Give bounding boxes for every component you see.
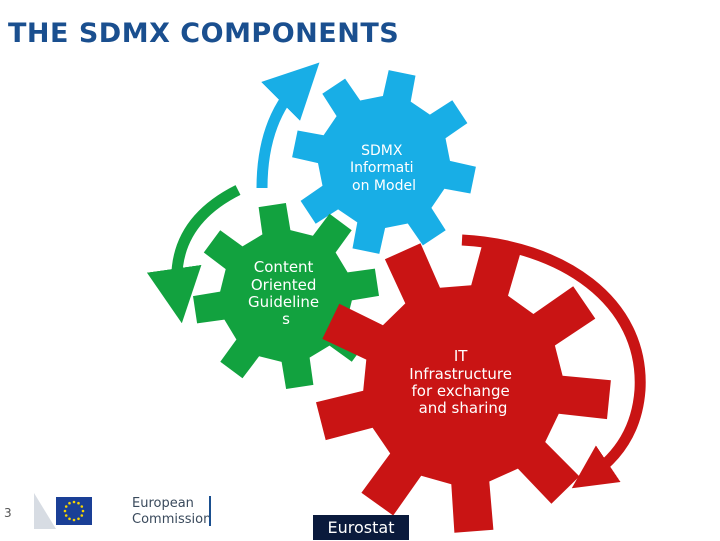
european-commission-logo: European Commission [34, 493, 224, 529]
eu-star [82, 510, 85, 513]
eu-flag-icon [34, 493, 94, 529]
eu-star [77, 502, 80, 505]
eurostat-badge: Eurostat [313, 515, 409, 540]
eu-star [81, 514, 84, 517]
eu-star [68, 502, 71, 505]
eu-star [65, 514, 68, 517]
eu-star [81, 505, 84, 508]
eu-star [73, 519, 76, 522]
logo-separator [209, 496, 211, 526]
eu-star [65, 505, 68, 508]
eu-star [73, 501, 76, 504]
page-number: 3 [4, 506, 12, 520]
blue-cycle-arrow [262, 82, 300, 188]
eu-star [77, 518, 80, 521]
eu-star [64, 510, 67, 513]
logo-text: European Commission [132, 496, 211, 528]
eu-star [68, 518, 71, 521]
